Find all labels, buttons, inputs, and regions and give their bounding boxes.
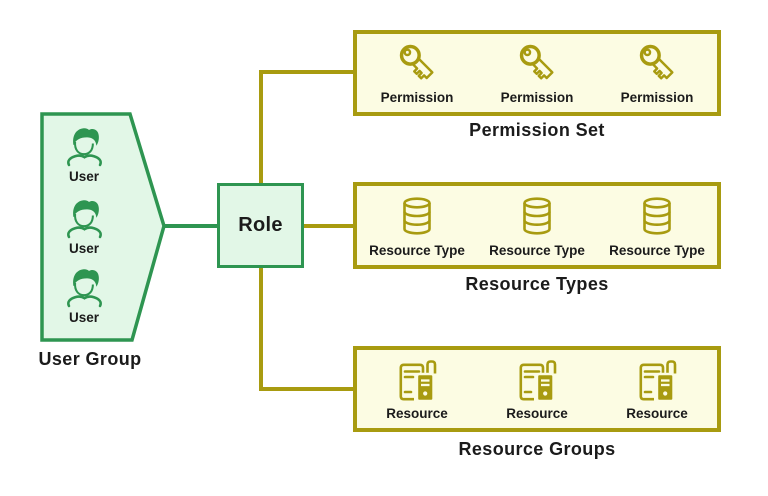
resource-item: Resource: [357, 350, 477, 428]
user-icon: [62, 264, 107, 309]
resource-label: Resource: [626, 406, 688, 421]
user-group-member: User: [55, 264, 113, 325]
role-label: Role: [238, 214, 283, 236]
resource-type-item: Resource Type: [597, 186, 717, 265]
resource-document-icon: [514, 357, 560, 403]
resource-type-item: Resource Type: [357, 186, 477, 265]
connector-role-to-permissions-horizontal: [259, 70, 353, 74]
resource-groups-title: Resource Groups: [458, 439, 616, 459]
user-group-shape: [40, 112, 166, 342]
role-box: Role: [217, 183, 304, 268]
user-group-member: User: [55, 195, 113, 256]
user-label: User: [68, 169, 100, 184]
connector-role-to-resource-groups-vertical: [259, 268, 263, 391]
user-group-member: User: [55, 123, 113, 184]
resource-type-label: Resource Type: [489, 243, 585, 258]
resource-types-title: Resource Types: [465, 274, 609, 294]
resource-types-box: Resource Type Resource Type Resource Typ…: [353, 182, 721, 269]
user-group-title: User Group: [38, 349, 142, 369]
database-icon: [394, 194, 440, 240]
resource-item: Resource: [597, 350, 717, 428]
permission-set-box: Permission Permission Permission: [353, 30, 721, 116]
resource-document-icon: [634, 357, 680, 403]
connector-role-to-permissions-vertical: [259, 70, 263, 183]
key-icon: [395, 42, 440, 87]
resource-label: Resource: [386, 406, 448, 421]
permission-label: Permission: [380, 90, 454, 105]
resource-groups-box: Resource Resource Resource: [353, 346, 721, 432]
permission-item: Permission: [597, 34, 717, 112]
resource-type-item: Resource Type: [477, 186, 597, 265]
connector-role-to-resource-groups-horizontal: [259, 387, 353, 391]
resource-type-label: Resource Type: [609, 243, 705, 258]
resource-item: Resource: [477, 350, 597, 428]
connector-role-to-resource-types: [304, 224, 353, 228]
resource-label: Resource: [506, 406, 568, 421]
permission-item: Permission: [357, 34, 477, 112]
permission-label: Permission: [500, 90, 574, 105]
permission-set-title: Permission Set: [469, 120, 605, 140]
key-icon: [515, 42, 560, 87]
resource-document-icon: [394, 357, 440, 403]
user-icon: [62, 123, 107, 168]
user-label: User: [68, 241, 100, 256]
connector-user-group-to-role: [162, 224, 217, 228]
database-icon: [514, 194, 560, 240]
permission-item: Permission: [477, 34, 597, 112]
user-label: User: [68, 310, 100, 325]
resource-type-label: Resource Type: [369, 243, 465, 258]
database-icon: [634, 194, 680, 240]
permission-label: Permission: [620, 90, 694, 105]
user-icon: [62, 195, 107, 240]
key-icon: [635, 42, 680, 87]
